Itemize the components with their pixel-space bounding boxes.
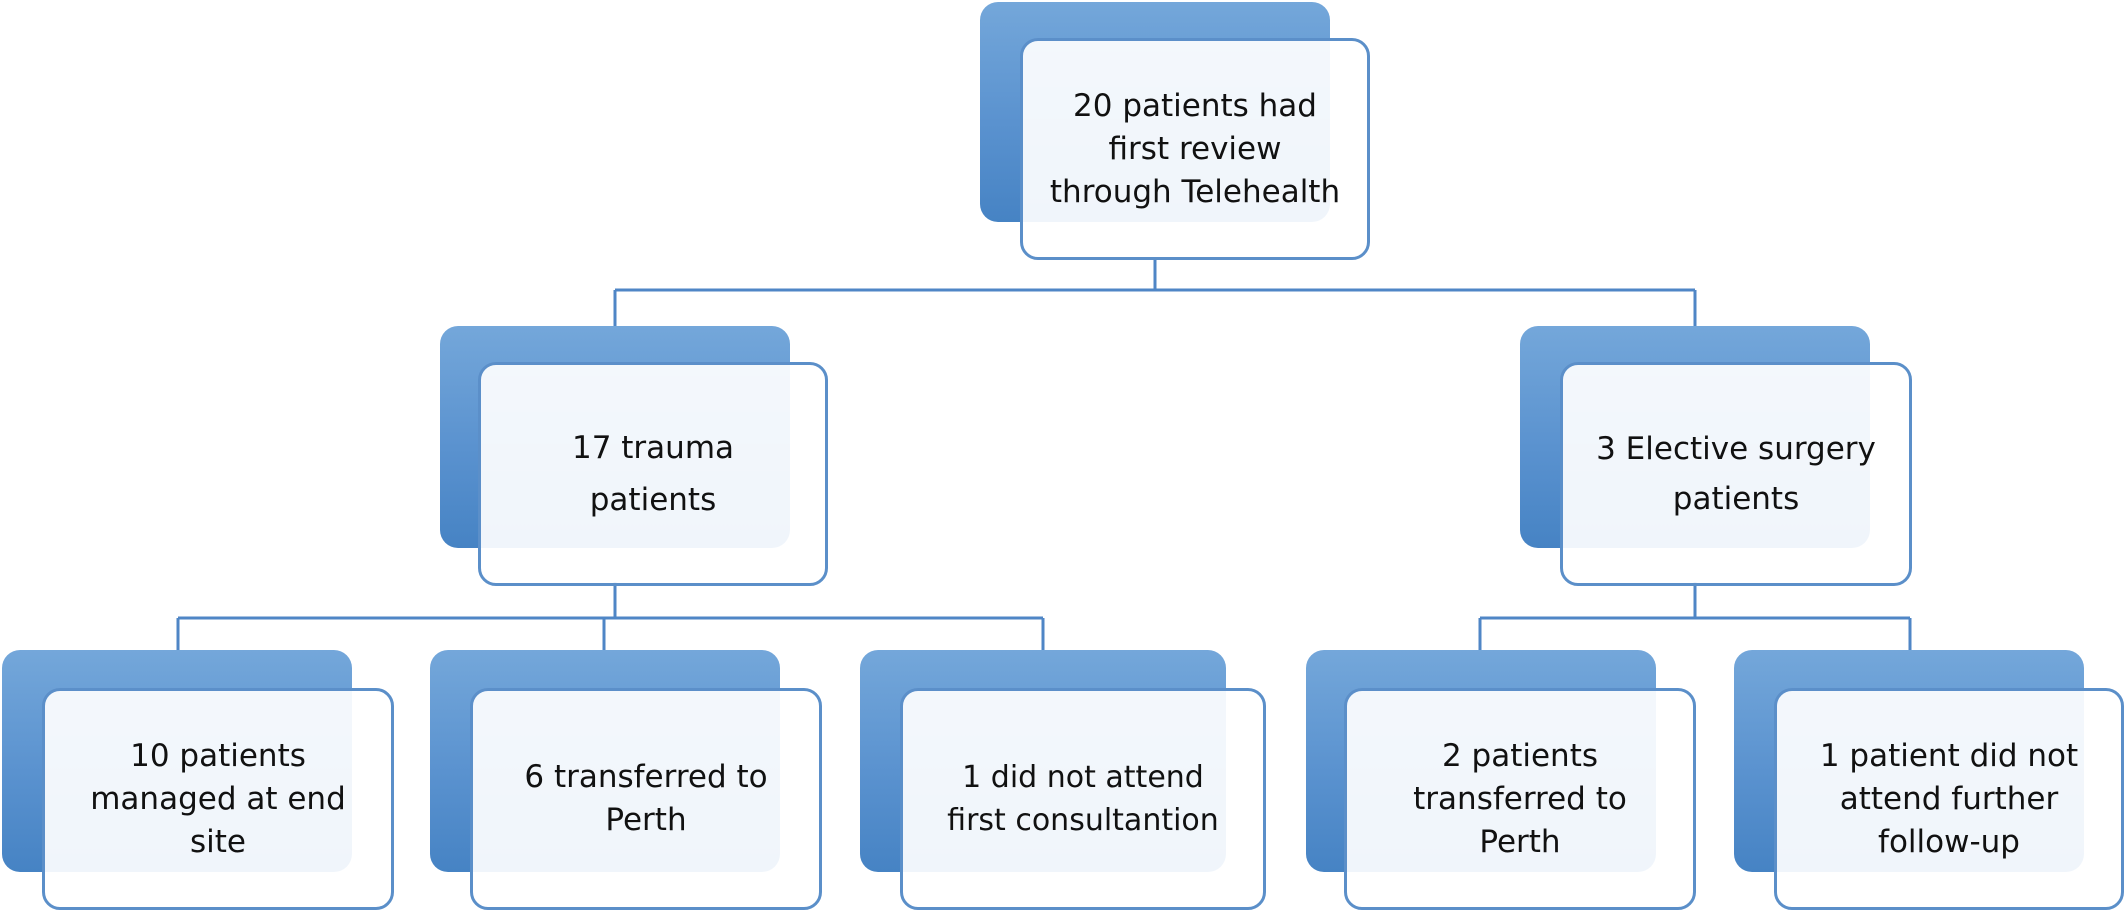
node-trauma-box: 17 trauma patients <box>478 362 828 586</box>
connector-root-to-level2 <box>613 258 1697 330</box>
node-managed-end-site-box: 10 patients managed at end site <box>42 688 394 910</box>
connector-trauma-to-children <box>176 582 1045 655</box>
node-elective-label: 3 Elective surgery patients <box>1596 431 1876 517</box>
node-did-not-attend-label: 1 did not attend first consultantion <box>947 760 1219 838</box>
node-root: 20 patients had first review through Tel… <box>980 2 1370 260</box>
node-trauma-label: 17 trauma patients <box>571 430 735 518</box>
node-did-not-attend: 1 did not attend first consultantion <box>860 650 1268 912</box>
node-trauma: 17 trauma patients <box>440 326 830 586</box>
node-elective-box: 3 Elective surgery patients <box>1560 362 1912 586</box>
connector-elective-to-children <box>1478 582 1912 655</box>
node-transferred-perth-trauma-box: 6 transferred to Perth <box>470 688 822 910</box>
node-no-follow-up: 1 patient did not attend further follow-… <box>1734 650 2126 912</box>
node-managed-end-site-label: 10 patients managed at end site <box>90 737 346 860</box>
node-elective: 3 Elective surgery patients <box>1520 326 1912 586</box>
node-transferred-perth-elective-label: 2 patients transferred to Perth <box>1413 737 1627 860</box>
node-no-follow-up-box: 1 patient did not attend further follow-… <box>1774 688 2124 910</box>
node-did-not-attend-box: 1 did not attend first consultantion <box>900 688 1266 910</box>
node-root-box: 20 patients had first review through Tel… <box>1020 38 1370 260</box>
node-transferred-perth-elective-box: 2 patients transferred to Perth <box>1344 688 1696 910</box>
node-managed-end-site: 10 patients managed at end site <box>2 650 394 912</box>
node-transferred-perth-elective: 2 patients transferred to Perth <box>1306 650 1698 912</box>
node-no-follow-up-label: 1 patient did not attend further follow-… <box>1819 737 2079 860</box>
node-transferred-perth-trauma: 6 transferred to Perth <box>430 650 822 912</box>
node-transferred-perth-trauma-label: 6 transferred to Perth <box>524 759 768 838</box>
node-root-label: 20 patients had first review through Tel… <box>1049 87 1341 210</box>
